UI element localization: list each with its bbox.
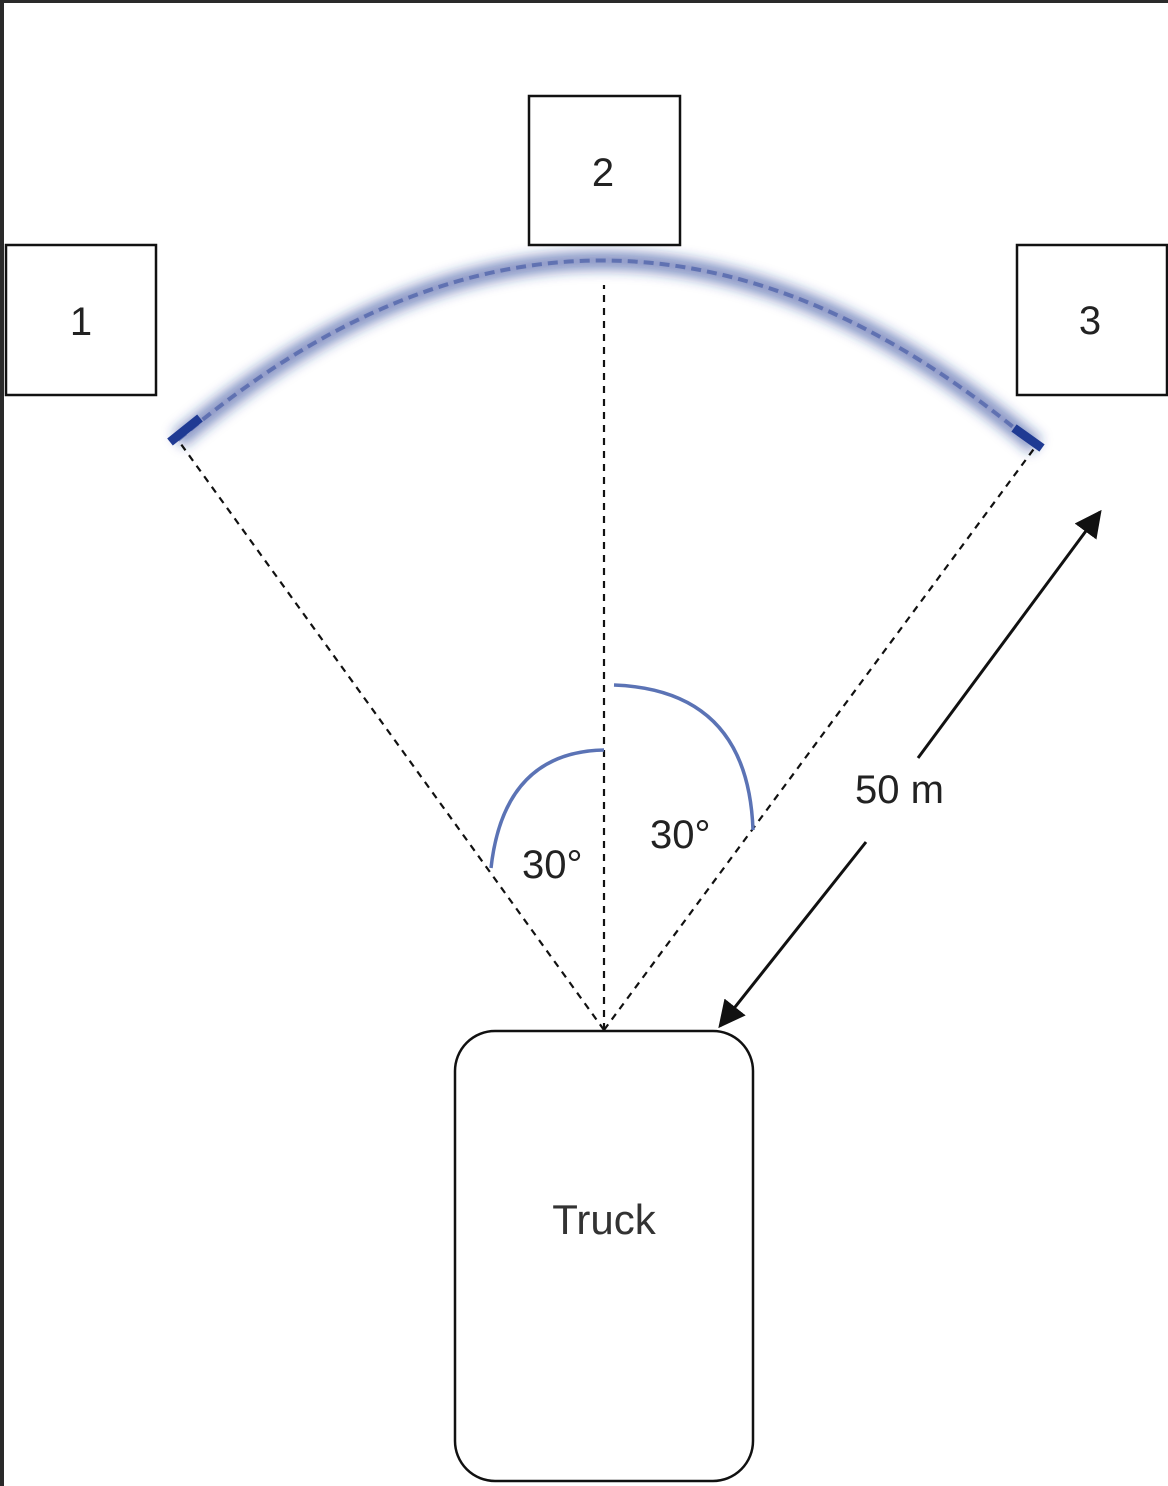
sight-line-right [603,445,1037,1031]
position-box-3: 3 [1015,243,1168,397]
frame-top-border [0,0,1168,3]
position-box-2-label: 2 [592,151,614,195]
angle-arc-right [613,683,755,831]
angle-label-left: 30° [522,843,583,887]
angle-arc-left [489,748,605,869]
sight-line-left [177,439,605,1031]
coverage-arc-glow [172,251,1042,453]
truck-label: Truck [552,1196,656,1243]
coverage-arc-left-end [167,414,203,446]
coverage-arc [176,258,1038,448]
position-box-1: 1 [4,243,158,397]
distance-arrow-upper [916,509,1102,759]
coverage-arc-right-end [1011,424,1045,452]
truck: Truck [453,1029,755,1483]
position-box-2: 2 [527,94,682,247]
distance-label: 50 m [855,768,944,812]
truck-body [453,1029,755,1483]
position-box-3-label: 3 [1079,299,1101,343]
frame-left-border [0,0,4,1486]
position-box-1-label: 1 [70,300,92,344]
angle-label-right: 30° [650,813,711,857]
distance-arrow-lower [718,841,868,1029]
